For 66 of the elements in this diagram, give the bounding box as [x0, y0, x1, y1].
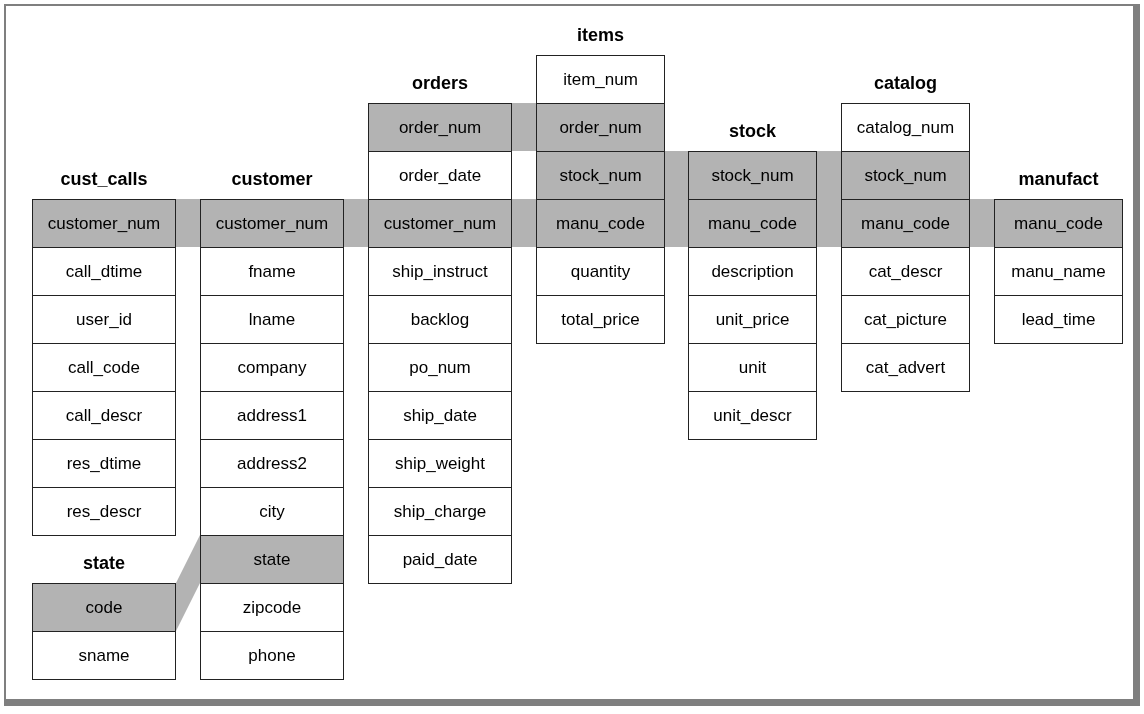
table-column-row: manu_code	[994, 199, 1123, 248]
table-column-row: manu_code	[688, 199, 817, 248]
table-column-row: ship_charge	[368, 487, 512, 536]
table-column-row: call_dtime	[32, 247, 176, 296]
table-column-row: company	[200, 343, 344, 392]
table-column-row: lname	[200, 295, 344, 344]
table-title: catalog	[874, 71, 937, 95]
table-column-row: ship_date	[368, 391, 512, 440]
table-column-row: po_num	[368, 343, 512, 392]
table-column-row: unit	[688, 343, 817, 392]
table-title: stock	[729, 119, 776, 143]
table-column-row: res_dtime	[32, 439, 176, 488]
table-column-row: manu_name	[994, 247, 1123, 296]
table-column-row: phone	[200, 631, 344, 680]
relationship-band	[512, 199, 536, 247]
table-column-row: cat_picture	[841, 295, 970, 344]
relationship-band	[665, 151, 688, 199]
table-column-row: manu_code	[536, 199, 665, 248]
table-column-row: backlog	[368, 295, 512, 344]
relationship-band	[817, 151, 841, 199]
table-column-row: unit_price	[688, 295, 817, 344]
table-column-row: order_num	[368, 103, 512, 152]
table-column-row: ship_instruct	[368, 247, 512, 296]
table-column-row: paid_date	[368, 535, 512, 584]
table-column-row: call_descr	[32, 391, 176, 440]
table-column-row: user_id	[32, 295, 176, 344]
table-column-row: catalog_num	[841, 103, 970, 152]
table-column-row: call_code	[32, 343, 176, 392]
table-column-row: order_num	[536, 103, 665, 152]
table-column-row: total_price	[536, 295, 665, 344]
table-column-row: address1	[200, 391, 344, 440]
table-column-row: stock_num	[536, 151, 665, 200]
table-column-row: cat_advert	[841, 343, 970, 392]
table-column-row: city	[200, 487, 344, 536]
table-title: manufact	[1018, 167, 1099, 191]
table-column-row: manu_code	[841, 199, 970, 248]
table-column-row: zipcode	[200, 583, 344, 632]
table-title: items	[577, 23, 624, 47]
table-column-row: item_num	[536, 55, 665, 104]
table-title: orders	[412, 71, 468, 95]
table-column-row: fname	[200, 247, 344, 296]
table-column-row: customer_num	[32, 199, 176, 248]
table-column-row: cat_descr	[841, 247, 970, 296]
table-column-row: lead_time	[994, 295, 1123, 344]
relationship-band	[665, 199, 688, 247]
table-column-row: order_date	[368, 151, 512, 200]
relationship-band	[176, 199, 200, 247]
table-column-row: stock_num	[841, 151, 970, 200]
table-column-row: res_descr	[32, 487, 176, 536]
relationship-band	[344, 199, 368, 247]
table-column-row: stock_num	[688, 151, 817, 200]
table-title: cust_calls	[60, 167, 148, 191]
table-column-row: quantity	[536, 247, 665, 296]
table-column-row: sname	[32, 631, 176, 680]
relationship-band	[817, 199, 841, 247]
relationship-band	[970, 199, 994, 247]
table-column-row: customer_num	[368, 199, 512, 248]
relationship-band	[512, 103, 536, 151]
table-column-row: address2	[200, 439, 344, 488]
table-column-row: ship_weight	[368, 439, 512, 488]
table-title: customer	[231, 167, 313, 191]
table-column-row: unit_descr	[688, 391, 817, 440]
relationship-band	[176, 535, 200, 631]
table-column-row: description	[688, 247, 817, 296]
table-title: state	[83, 551, 125, 575]
table-column-row: customer_num	[200, 199, 344, 248]
